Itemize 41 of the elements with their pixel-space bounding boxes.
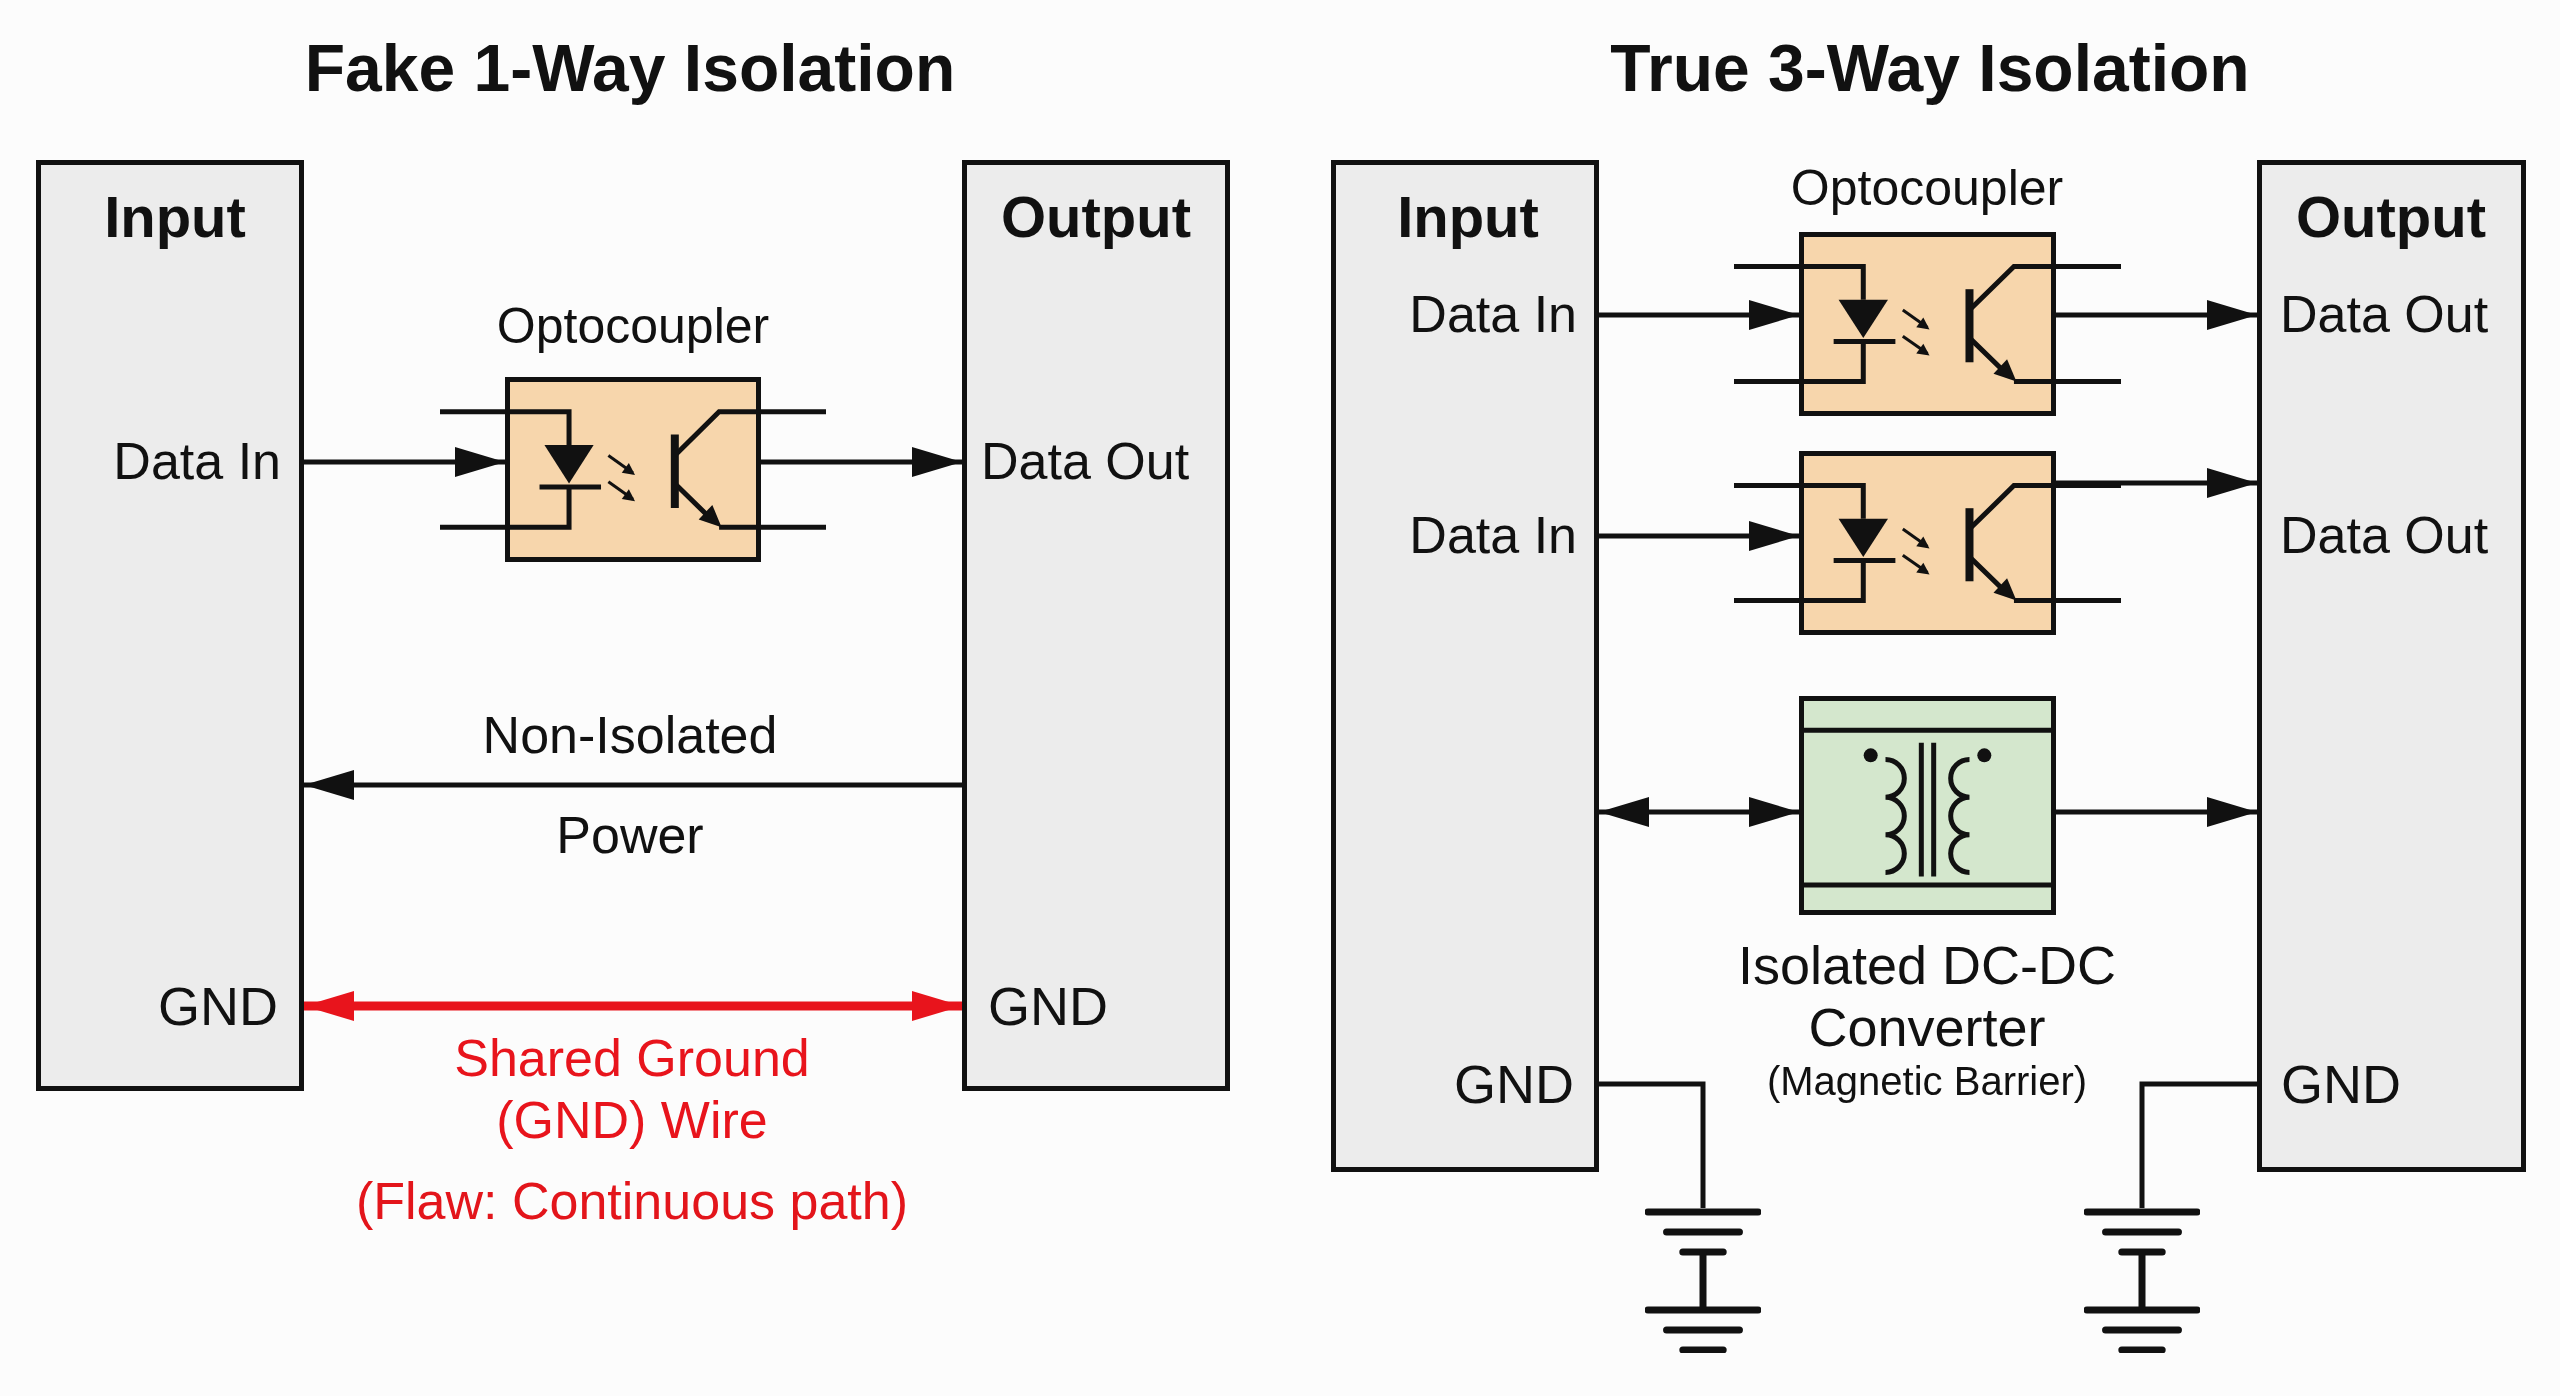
arrow [304,770,962,800]
section-heading: Fake 1-Way Isolation [304,31,956,107]
signal-label: Data In [1409,506,1577,566]
edge-label: Shared Ground (GND) Wire [453,1028,811,1151]
arrow [761,447,962,477]
module-panel [962,160,1230,1091]
signal-label: Data Out [2280,506,2489,566]
signal-label: GND [1454,1052,1574,1116]
component-note: (Magnetic Barrier) [1766,1058,2088,1104]
signal-label: GND [2281,1052,2401,1116]
edge-label: Non-Isolated Power [481,705,779,866]
signal-label: GND [988,974,1108,1038]
module-panel [36,160,304,1091]
signal-label: GND [158,974,278,1038]
signal-label: Data Out [981,432,1190,492]
arrow [2056,468,2257,498]
arrow [304,447,505,477]
arrow [1599,300,1799,330]
component-label: Optocoupler [496,298,770,356]
wire [1599,1081,1706,1208]
arrow [1599,521,1799,551]
double-arrow [1599,797,1799,827]
arrow [2056,797,2257,827]
component-label: Optocoupler [1790,160,2064,218]
signal-label: Data In [1409,285,1577,345]
module-panel [2257,160,2526,1172]
section-heading: True 3-Way Isolation [1610,31,2250,107]
component-label: Isolated DC-DC Converter [1736,934,2118,1058]
arrow [2056,300,2257,330]
panel-heading: Output [1001,183,1191,251]
signal-label: Data In [113,432,281,492]
note-text: (Flaw: Continuous path) [356,1172,908,1232]
panel-heading: Input [104,183,246,251]
double-arrow [304,991,962,1021]
panel-heading: Input [1397,183,1539,251]
wire [2139,1081,2257,1208]
panel-heading: Output [2296,183,2486,251]
signal-label: Data Out [2280,285,2489,345]
module-panel [1331,160,1599,1172]
ground-symbol [2084,1208,2200,1353]
ground-symbol [1645,1208,1761,1353]
